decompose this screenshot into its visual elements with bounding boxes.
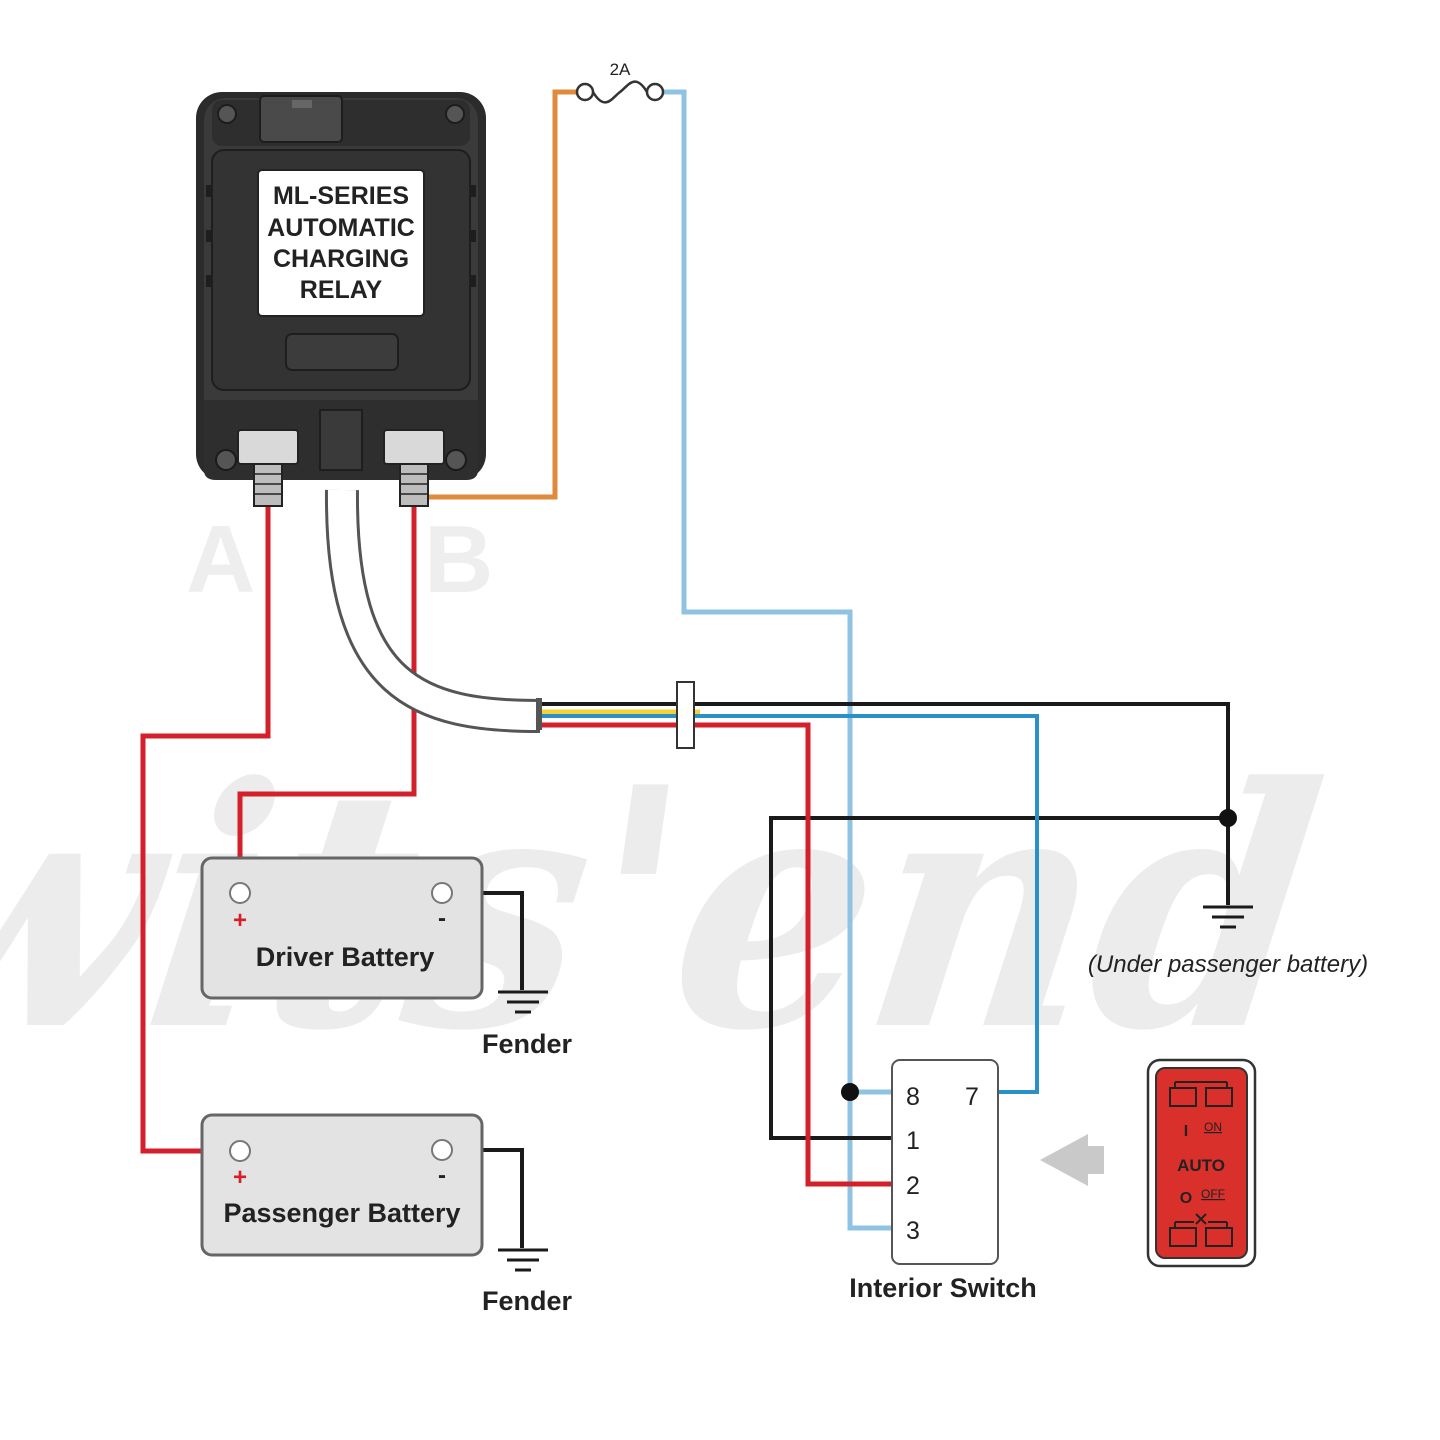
switch-face-off-label: OFF	[1201, 1187, 1225, 1201]
driver-ground-icon	[498, 990, 548, 1014]
switch-pin-3: 3	[906, 1217, 920, 1245]
switch-pin-1: 1	[906, 1127, 920, 1155]
driver-battery-plus-sign: +	[233, 907, 247, 934]
fuse-rating: 2A	[610, 60, 631, 79]
orange-wire	[428, 89, 578, 500]
relay-title-line-4: RELAY	[300, 276, 383, 304]
cable-grommet	[676, 681, 695, 749]
passenger-ground-icon	[498, 1248, 548, 1272]
ground-junction-dot	[1219, 809, 1237, 827]
driver-battery-label: Driver Battery	[256, 942, 435, 972]
passenger-battery-label: Passenger Battery	[223, 1198, 460, 1228]
driver-battery-negative-terminal	[431, 882, 453, 904]
driver-fender-label: Fender	[482, 1029, 573, 1059]
wires	[140, 89, 1230, 1248]
driver-battery-positive-terminal	[229, 882, 251, 904]
interior-switch	[891, 1059, 999, 1265]
switch-face-auto-label: AUTO	[1177, 1156, 1225, 1175]
relay-title-line-2: AUTOMATIC	[267, 214, 415, 242]
passenger-battery-plus-sign: +	[233, 1164, 247, 1191]
switch-pin-2: 2	[906, 1172, 920, 1200]
driver-battery-minus-sign: -	[438, 905, 446, 932]
passenger-battery-minus-sign: -	[438, 1162, 446, 1189]
passenger-battery-negative-terminal	[431, 1139, 453, 1161]
driver-battery	[200, 856, 484, 1000]
rocker-switch-face	[1146, 1058, 1257, 1268]
passenger-battery	[200, 1113, 484, 1257]
interior-switch-label: Interior Switch	[849, 1273, 1037, 1303]
black-wire-pin1	[769, 816, 1228, 1140]
switch-face-off-symbol: O	[1180, 1190, 1192, 1207]
fuse-icon	[575, 80, 665, 104]
passenger-fender-label: Fender	[482, 1286, 573, 1316]
switch-face-on-label: ON	[1204, 1120, 1222, 1134]
red-wire-pin2	[540, 722, 892, 1187]
terminal-b-label: B	[424, 506, 493, 613]
pin8-junction-dot	[841, 1083, 859, 1101]
terminal-a-label: A	[186, 506, 255, 613]
red-wire-a	[140, 505, 271, 1154]
passenger-battery-positive-terminal	[229, 1140, 251, 1162]
relay-title-line-1: ML-SERIES	[273, 182, 409, 210]
light-blue-wire	[662, 89, 892, 1231]
switch-face-on-symbol: I	[1184, 1123, 1188, 1140]
chassis-ground-note: (Under passenger battery)	[1088, 951, 1368, 978]
switch-pin-8: 8	[906, 1083, 920, 1111]
red-wire-b	[237, 505, 417, 880]
arrow-left-icon	[1040, 1134, 1104, 1186]
charging-relay	[196, 92, 486, 507]
black-bundle-wire	[540, 702, 1230, 905]
blue-wire-pin7	[540, 714, 1039, 1094]
switch-pin-7: 7	[965, 1083, 979, 1111]
wire-bundle-sheath	[324, 489, 542, 733]
relay-title-line-3: CHARGING	[273, 245, 409, 273]
chassis-ground-icon	[1203, 905, 1253, 929]
